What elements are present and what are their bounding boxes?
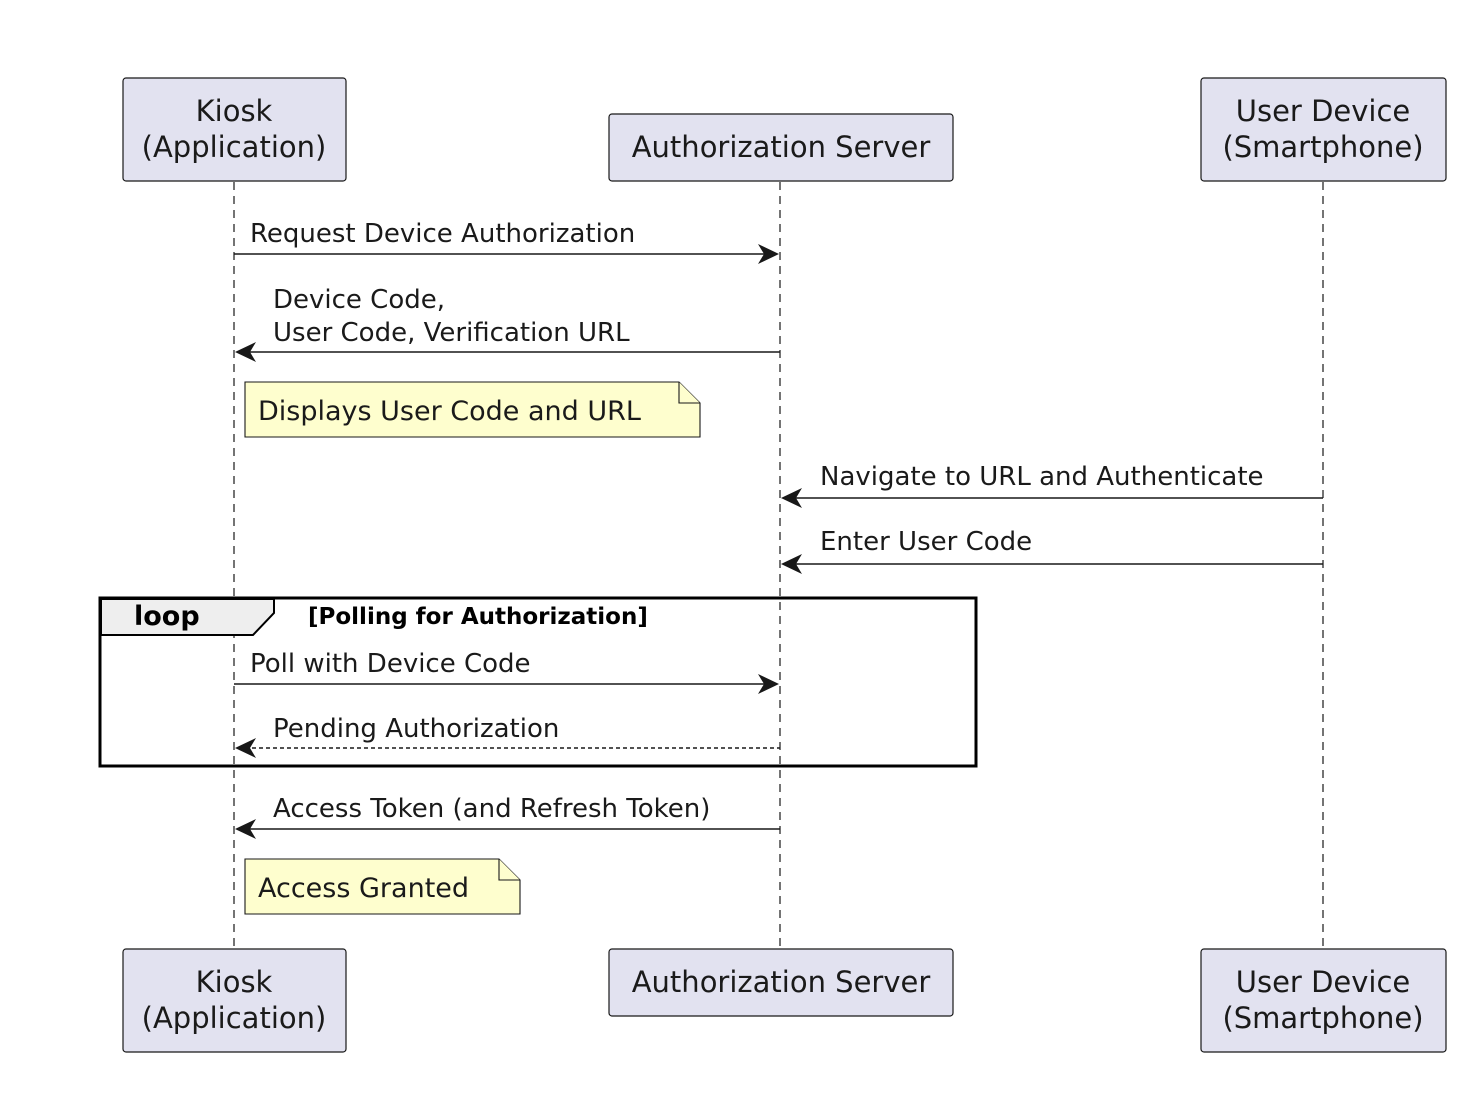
participant-label: User Device: [1236, 965, 1411, 999]
loop-tab: [100, 598, 275, 636]
message-request-device-authorization: Request Device Authorization: [234, 219, 779, 264]
message-label: Request Device Authorization: [250, 219, 635, 249]
message-label: Pending Authorization: [273, 714, 559, 744]
loop-guard: [Polling for Authorization]: [308, 604, 648, 630]
participant-user-bottom[interactable]: User Device (Smartphone): [1200, 948, 1447, 1053]
arrow-left-icon: [235, 738, 256, 758]
message-label: Access Token (and Refresh Token): [273, 794, 710, 824]
arrow-left-icon: [781, 554, 802, 574]
participant-label: User Device: [1236, 94, 1411, 128]
note-displays-user-code: Displays User Code and URL: [244, 381, 701, 438]
message-label: Navigate to URL and Authenticate: [820, 462, 1264, 492]
message-label: Device Code,: [273, 285, 445, 315]
message-access-token: Access Token (and Refresh Token): [235, 794, 780, 839]
message-label: User Code, Verification URL: [273, 318, 630, 348]
message-label: Enter User Code: [820, 527, 1032, 557]
message-label: Poll with Device Code: [250, 649, 531, 679]
participant-label: (Smartphone): [1222, 1001, 1423, 1035]
note-label: Displays User Code and URL: [258, 396, 641, 427]
arrow-left-icon: [235, 819, 256, 839]
loop-fragment: loop [Polling for Authorization]: [98, 596, 978, 768]
participant-label: (Application): [142, 130, 327, 164]
participant-kiosk-bottom[interactable]: Kiosk (Application): [122, 948, 347, 1053]
loop-keyword: loop: [134, 601, 200, 632]
participant-kiosk-top[interactable]: Kiosk (Application): [122, 77, 347, 182]
note-label: Access Granted: [258, 873, 469, 904]
participant-label: Kiosk: [196, 965, 273, 999]
note-access-granted: Access Granted: [244, 858, 521, 915]
arrow-left-icon: [235, 342, 256, 362]
participant-label: (Application): [142, 1001, 327, 1035]
arrow-left-icon: [781, 488, 802, 508]
arrow-right-icon: [758, 244, 779, 264]
message-pending-authorization: Pending Authorization: [235, 714, 780, 758]
participant-label: Authorization Server: [632, 965, 931, 999]
message-navigate-authenticate: Navigate to URL and Authenticate: [781, 462, 1323, 508]
message-poll-device-code: Poll with Device Code: [234, 649, 779, 694]
participant-label: (Smartphone): [1222, 130, 1423, 164]
message-device-code-response: Device Code, User Code, Verification URL: [235, 285, 780, 362]
participant-user-top[interactable]: User Device (Smartphone): [1200, 77, 1447, 182]
message-enter-user-code: Enter User Code: [781, 527, 1323, 574]
participant-label: Kiosk: [196, 94, 273, 128]
participant-auth-top[interactable]: Authorization Server: [608, 113, 954, 182]
arrow-right-icon: [758, 674, 779, 694]
participant-auth-bottom[interactable]: Authorization Server: [608, 948, 954, 1017]
participant-label: Authorization Server: [632, 130, 931, 164]
